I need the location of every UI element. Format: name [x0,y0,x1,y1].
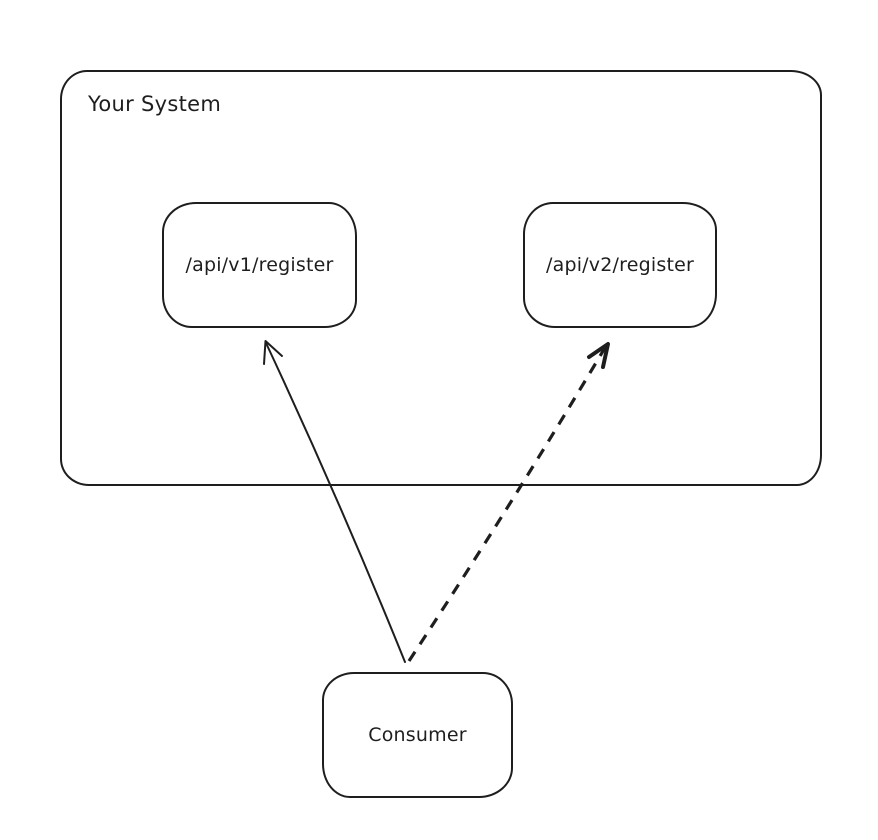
node-api-v2: /api/v2/register [523,202,717,328]
node-consumer-label: Consumer [368,724,467,746]
node-api-v1-label: /api/v1/register [185,254,334,276]
your-system-label: Your System [88,92,222,116]
node-consumer: Consumer [322,672,513,798]
node-api-v2-label: /api/v2/register [546,254,694,276]
node-api-v1: /api/v1/register [162,202,357,328]
